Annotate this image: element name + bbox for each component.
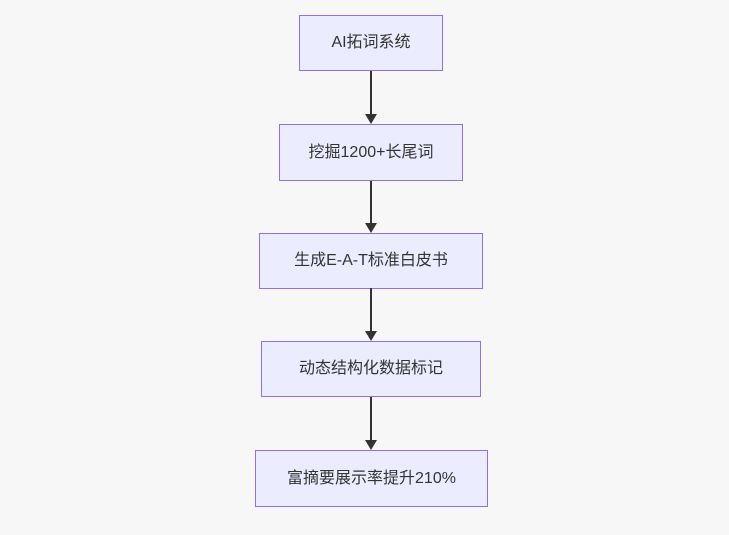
node-label: 动态结构化数据标记 [298, 360, 443, 377]
arrow-head-icon [365, 114, 377, 124]
flow-arrow-c-to-d [365, 288, 377, 341]
node-label: AI拓词系统 [331, 34, 411, 51]
arrow-head-icon [365, 223, 377, 233]
flow-node-eat-whitepaper: 生成E-A-T标准白皮书 [259, 233, 483, 289]
flow-node-structured-data-markup: 动态结构化数据标记 [261, 341, 481, 397]
node-label: 挖掘1200+长尾词 [308, 143, 434, 161]
arrow-line [370, 71, 372, 114]
arrow-line [370, 288, 372, 331]
arrow-head-icon [365, 440, 377, 450]
arrow-line [370, 397, 372, 440]
node-label: 富摘要展示率提升210% [287, 469, 456, 487]
flow-arrow-b-to-c [365, 181, 377, 233]
flow-arrow-a-to-b [365, 71, 377, 124]
flow-node-ai-keyword-system: AI拓词系统 [299, 15, 443, 71]
node-label: 生成E-A-T标准白皮书 [294, 252, 448, 269]
arrow-head-icon [365, 331, 377, 341]
arrow-line [370, 181, 372, 223]
flow-arrow-d-to-e [365, 397, 377, 450]
flow-node-longtail-mining: 挖掘1200+长尾词 [279, 124, 463, 181]
flow-node-rich-snippet-result: 富摘要展示率提升210% [255, 450, 488, 507]
